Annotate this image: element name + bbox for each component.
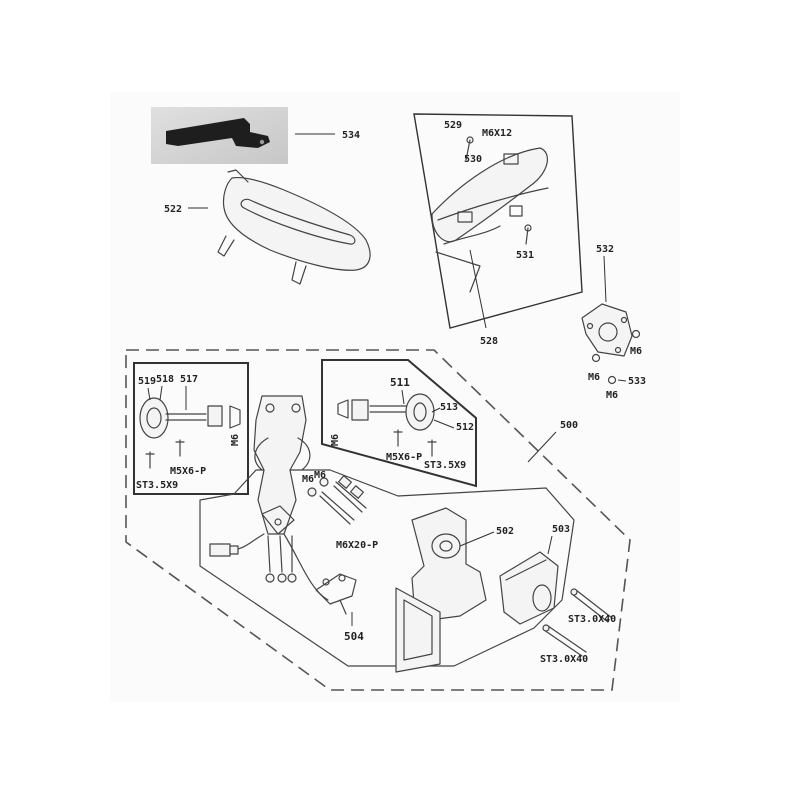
label-m6-d: M6 — [230, 434, 241, 446]
inset-left-frame — [133, 362, 249, 495]
label-m6-a: M6 — [630, 346, 642, 357]
label-513: 513 — [440, 402, 458, 413]
label-m6x20p: M6X20-P — [336, 540, 378, 551]
label-534: 534 — [342, 130, 360, 141]
inset-right-parts — [337, 393, 437, 457]
leader-519 — [147, 387, 151, 401]
part-522-cover — [217, 169, 371, 285]
screws-st30x40 — [542, 588, 613, 657]
inset-left-parts — [139, 397, 241, 469]
inset-right-frame — [321, 359, 477, 488]
label-st30x40-b: ST3.0X40 — [540, 654, 588, 665]
label-m6-b: M6 — [588, 372, 600, 383]
label-518: 518 — [156, 374, 174, 385]
part-504-wiring — [209, 533, 357, 615]
label-m6x12: M6X12 — [482, 128, 512, 139]
label-m6-c: M6 — [606, 390, 618, 401]
label-517: 517 — [180, 374, 198, 385]
label-504: 504 — [344, 630, 364, 643]
label-503: 503 — [552, 524, 570, 535]
label-512: 512 — [456, 422, 474, 433]
label-528: 528 — [480, 336, 498, 347]
part-532-plate — [581, 303, 641, 385]
leader-503 — [547, 535, 553, 555]
label-529: 529 — [444, 120, 462, 131]
label-500: 500 — [560, 420, 578, 431]
label-m6-e: M6 — [330, 434, 341, 446]
label-st35x9-b: ST3.5X9 — [424, 460, 466, 471]
part-534-photo — [151, 107, 288, 164]
bolts-m6x20 — [307, 475, 367, 525]
label-533: 533 — [628, 376, 646, 387]
leader-512 — [433, 419, 455, 429]
assembly-500-outline — [125, 349, 631, 691]
part-503-lens — [499, 551, 559, 625]
label-522: 522 — [164, 204, 182, 215]
leader-533 — [617, 379, 627, 382]
label-530: 530 — [464, 154, 482, 165]
label-m6-g: M6 — [314, 470, 326, 481]
label-m6-f: M6 — [302, 474, 314, 485]
label-532: 532 — [596, 244, 614, 255]
leader-502 — [459, 531, 495, 547]
leader-528 — [469, 249, 487, 329]
leader-513 — [431, 407, 441, 413]
assembly-504-outline — [199, 469, 575, 667]
leader-532 — [603, 255, 607, 303]
label-st30x40-a: ST3.0X40 — [568, 614, 616, 625]
label-519: 519 — [138, 376, 156, 387]
label-511: 511 — [390, 376, 410, 389]
label-st35x9-a: ST3.5X9 — [136, 480, 178, 491]
label-m5x6p-a: M5X6-P — [170, 466, 206, 477]
leader-518 — [159, 385, 163, 401]
leader-500 — [527, 431, 557, 463]
label-531: 531 — [516, 250, 534, 261]
diagram-background — [110, 92, 680, 702]
part-528-group — [413, 113, 583, 329]
label-502: 502 — [496, 526, 514, 537]
part-502-housing — [395, 507, 487, 673]
leader-511 — [401, 389, 405, 405]
label-m5x6p-b: M5X6-P — [386, 452, 422, 463]
